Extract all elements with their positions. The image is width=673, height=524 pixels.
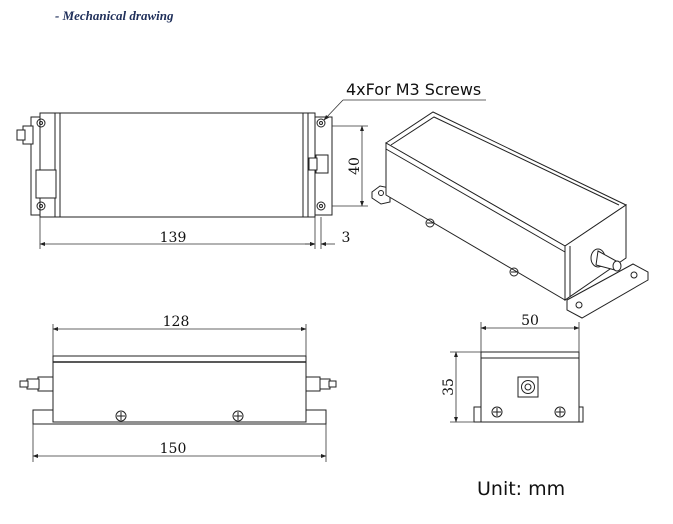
dim-top-flange-label: 3	[342, 230, 351, 246]
screw-head-icon	[425, 218, 519, 277]
side-right-connector-icon	[305, 376, 337, 392]
left-fiber-connector-icon	[16, 125, 57, 199]
dim-side-total: 150	[32, 424, 327, 462]
screws-callout-label: 4xFor M3 Screws	[346, 80, 481, 99]
drawing-title: - Mechanical drawing	[55, 8, 174, 23]
dim-top-height: 40	[332, 125, 368, 207]
dim-end-width: 50	[480, 313, 580, 352]
dim-side-body: 128	[52, 314, 307, 356]
dim-end-width-label: 50	[521, 313, 539, 329]
dim-top-length-label: 139	[160, 230, 187, 246]
isometric-view	[371, 111, 649, 319]
dim-top-flange: 3	[305, 217, 350, 249]
end-fiber-connector-icon	[517, 376, 539, 398]
dim-end-height: 35	[441, 351, 481, 423]
top-view: 139 3 40 4xFor M3 Screws	[16, 80, 486, 249]
dim-side-total-label: 150	[160, 441, 187, 457]
dim-top-length: 139	[39, 217, 316, 249]
side-view: 128 150	[19, 314, 337, 462]
dim-side-body-label: 128	[163, 314, 190, 330]
top-body	[39, 112, 316, 218]
right-fiber-connector-icon	[308, 154, 329, 174]
screw-head-icon	[115, 410, 244, 422]
screw-head-icon	[491, 406, 566, 418]
unit-label: Unit: mm	[477, 478, 566, 500]
side-body	[52, 355, 307, 423]
screws-callout: 4xFor M3 Screws	[323, 80, 486, 121]
dim-top-height-label: 40	[347, 157, 363, 175]
end-view: 50 35	[441, 313, 584, 423]
iso-fiber-connector-icon	[590, 248, 622, 272]
iso-front-flange	[566, 263, 649, 319]
screw-hole-icon	[36, 118, 326, 211]
side-left-connector-icon	[19, 376, 54, 392]
dim-end-height-label: 35	[441, 378, 457, 396]
